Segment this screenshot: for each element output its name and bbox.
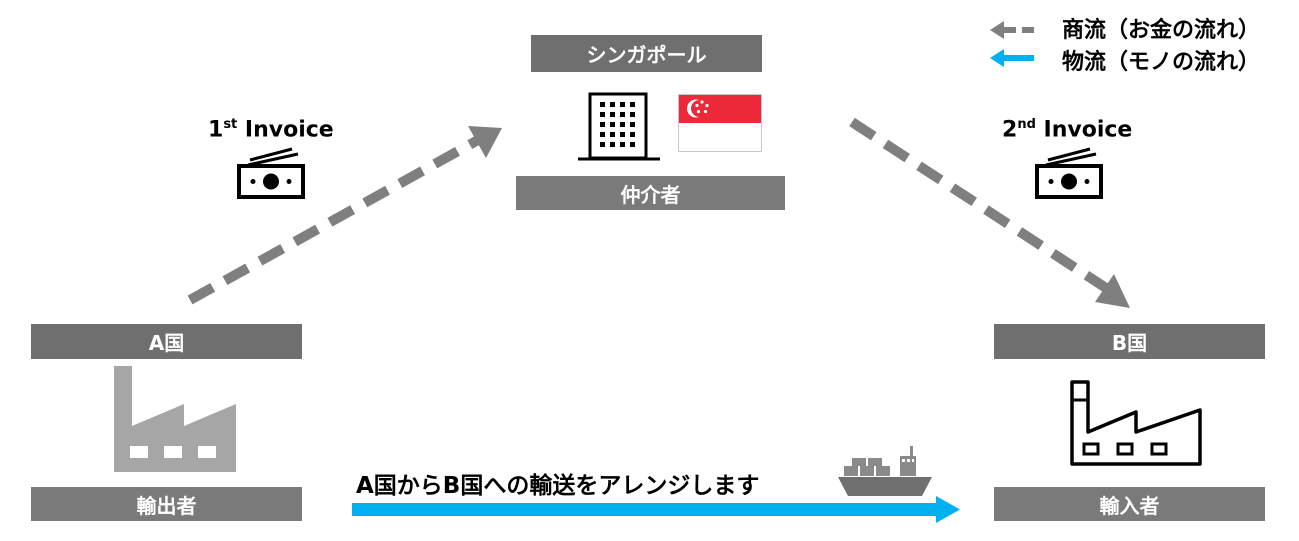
country-a-role-banner: 輸出者 [31, 487, 302, 521]
legend-commercial-label: 商流（お金の流れ） [1062, 18, 1261, 43]
singapore-flag-icon [678, 94, 762, 152]
legend-commercial-arrow [990, 21, 1034, 39]
cargo-ship-icon [838, 446, 932, 496]
singapore-role-banner: 仲介者 [516, 176, 785, 210]
legend-logistics-label: 物流（モノの流れ） [1062, 50, 1261, 75]
country-b-title: B国 [994, 324, 1265, 359]
country-b-role-banner: 輸入者 [994, 487, 1265, 521]
invoice-1-label: 1st Invoice [208, 117, 334, 143]
money-bill-icon [1035, 147, 1103, 199]
factory-gray-icon [114, 366, 236, 472]
office-building-icon [578, 92, 660, 161]
country-a-title: A国 [31, 324, 302, 359]
logistics-flow-arrow [352, 496, 960, 523]
money-bill-icon [237, 147, 305, 199]
singapore-title: シンガポール [531, 35, 762, 72]
shipping-arrangement-label: A国からB国への輸送をアレンジします [356, 473, 760, 499]
legend-logistics-arrow [990, 49, 1034, 67]
invoice-2-label: 2nd Invoice [1002, 117, 1133, 143]
factory-outline-icon [1070, 380, 1202, 466]
